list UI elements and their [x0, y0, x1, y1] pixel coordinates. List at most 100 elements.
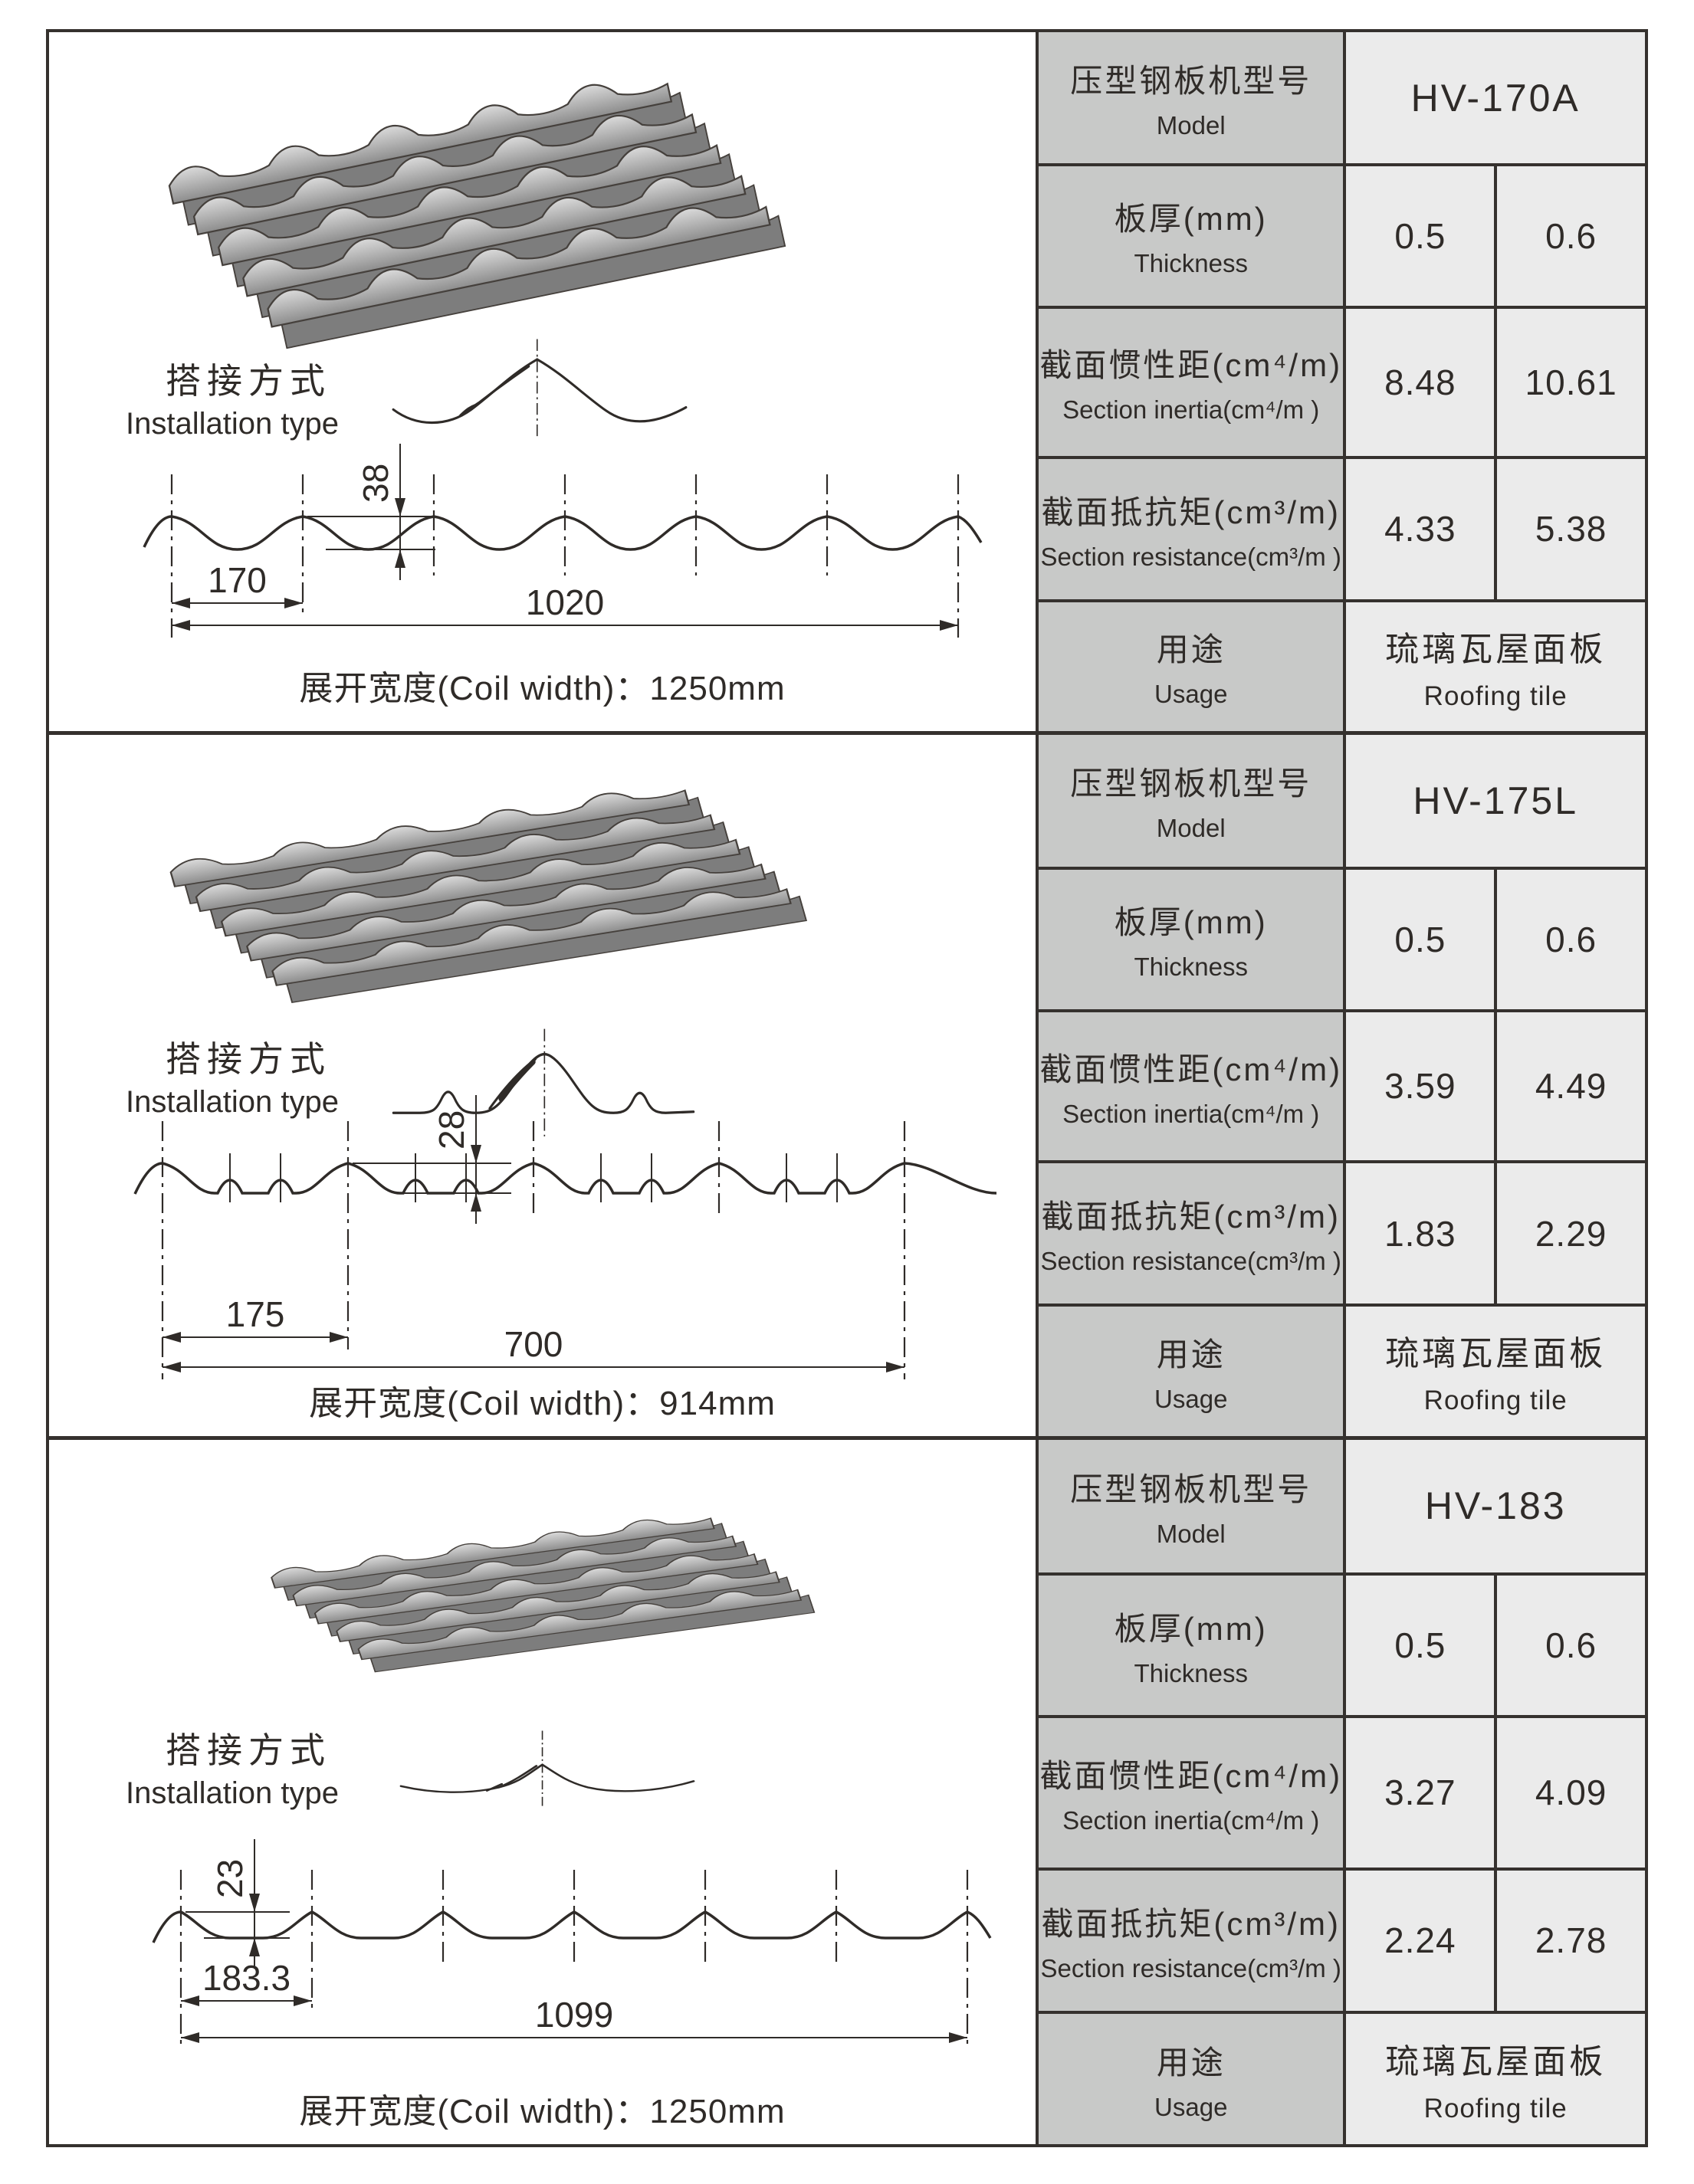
usage-label-en: Usage	[1154, 1384, 1228, 1413]
resistance-label-zh: 截面抵抗矩(cm³/m)	[1041, 494, 1341, 530]
resistance-label-en: Section resistance(cm³/m )	[1040, 1953, 1341, 1982]
model-label-zh: 压型钢板机型号	[1070, 63, 1312, 100]
usage-label-cell: 用途 Usage	[1039, 2014, 1344, 2144]
coil-width-text: 展开宽度(Coil width)：914mm	[309, 1385, 776, 1422]
dim-arrow	[249, 1894, 260, 1912]
model-label-en: Model	[1156, 111, 1226, 140]
thickness-label-en: Thickness	[1134, 1658, 1248, 1687]
dim-arrow	[395, 498, 405, 516]
usage-label-en: Usage	[1154, 680, 1228, 709]
inertia-label-en: Section inertia(cm⁴/m )	[1062, 1099, 1320, 1128]
tile-strips	[168, 82, 786, 349]
usage-value-cell: 琉璃瓦屋面板 Roofing tile	[1346, 602, 1645, 731]
tile-strip	[336, 1571, 780, 1642]
dim-arrow	[249, 1938, 260, 1956]
dim-arrow	[471, 1145, 481, 1163]
installation-label-zh: 搭接方式	[166, 1039, 331, 1079]
installation-type-label: 搭接方式 Installation type	[126, 1730, 339, 1812]
thickness-label-cell: 板厚(mm) Thickness	[1039, 1575, 1344, 1716]
roof-tile-3d-drawing	[168, 82, 786, 349]
tile-strip	[314, 1553, 759, 1625]
inertia-label-zh: 截面惯性距(cm⁴/m)	[1039, 1051, 1343, 1087]
inertia-label-cell: 截面惯性距(cm⁴/m) Section inertia(cm⁴/m )	[1039, 1718, 1344, 1868]
spec-table-hv-170a: 压型钢板机型号 Model HV-170A 板厚(mm) Thickness 0…	[1036, 32, 1645, 731]
tile-strip	[271, 888, 792, 986]
dim-arrow	[949, 2032, 967, 2043]
usage-value-en: Roofing tile	[1423, 2094, 1568, 2124]
usage-label-cell: 用途 Usage	[1039, 602, 1344, 731]
inertia-label-en: Section inertia(cm⁴/m )	[1062, 395, 1320, 425]
thickness-value-1: 0.5	[1346, 869, 1495, 1009]
dim-arrow	[886, 1362, 904, 1372]
inertia-value-2: 4.49	[1497, 1012, 1645, 1161]
dim-total-value: 700	[504, 1324, 563, 1364]
inertia-value-2: 10.61	[1497, 308, 1645, 457]
sketch-curve	[485, 1782, 504, 1792]
tile-strip	[218, 143, 722, 267]
thickness-label-en: Thickness	[1134, 953, 1248, 982]
tile-strip	[242, 175, 747, 297]
resistance-label-cell: 截面抵抗矩(cm³/m) Section resistance(cm³/m )	[1039, 1163, 1344, 1304]
usage-value-en: Roofing tile	[1423, 1385, 1568, 1416]
sketch-curve	[392, 358, 688, 425]
inertia-label-zh: 截面惯性距(cm⁴/m)	[1039, 1757, 1343, 1794]
model-label-zh: 压型钢板机型号	[1070, 766, 1312, 802]
usage-value-cell: 琉璃瓦屋面板 Roofing tile	[1346, 2014, 1645, 2144]
dim-height-value: 28	[432, 1110, 471, 1149]
coil-width-text: 展开宽度(Coil width)：1250mm	[299, 2093, 786, 2130]
tile-strip	[220, 838, 741, 937]
tile-strip	[168, 82, 673, 205]
installation-label-zh: 搭接方式	[166, 361, 331, 401]
inertia-value-1: 3.59	[1346, 1012, 1495, 1161]
inertia-value-2: 4.09	[1497, 1718, 1645, 1868]
installation-type-label: 搭接方式 Installation type	[126, 1038, 339, 1120]
sketch-curve	[474, 365, 530, 406]
model-label-en: Model	[1156, 1519, 1226, 1548]
spec-table-hv-175l: 压型钢板机型号 Model HV-175L 板厚(mm) Thickness 0…	[1036, 735, 1645, 1436]
roof-tile-3d-drawing	[271, 1517, 816, 1673]
usage-label-zh: 用途	[1156, 631, 1226, 668]
installation-label-en: Installation type	[126, 407, 339, 441]
resistance-label-cell: 截面抵抗矩(cm³/m) Section resistance(cm³/m )	[1039, 459, 1344, 599]
dim-height-value: 38	[356, 464, 396, 503]
inertia-label-cell: 截面惯性距(cm⁴/m) Section inertia(cm⁴/m )	[1039, 308, 1344, 457]
resistance-value-1: 4.33	[1346, 459, 1495, 599]
thickness-value-2: 0.6	[1497, 166, 1645, 306]
profile-wave	[143, 515, 983, 551]
dim-height-value: 23	[210, 1859, 250, 1898]
inertia-value-1: 8.48	[1346, 308, 1495, 457]
dim-total-value: 1099	[535, 1995, 613, 2035]
thickness-value-1: 0.5	[1346, 1575, 1495, 1716]
tile-strip	[169, 789, 691, 887]
thickness-value-1: 0.5	[1346, 166, 1495, 306]
model-value: HV-183	[1346, 1440, 1645, 1572]
resistance-label-en: Section resistance(cm³/m )	[1040, 1247, 1341, 1276]
sketch-curve	[399, 1763, 695, 1793]
resistance-value-2: 2.78	[1497, 1870, 1645, 2012]
usage-value-zh: 琉璃瓦屋面板	[1385, 2043, 1607, 2081]
usage-value-zh: 琉璃瓦屋面板	[1385, 630, 1607, 668]
usage-value-zh: 琉璃瓦屋面板	[1385, 1335, 1607, 1373]
profile-wave	[133, 1162, 997, 1195]
coil-width-text: 展开宽度(Coil width)：1250mm	[299, 670, 786, 707]
installation-label-en: Installation type	[126, 1085, 339, 1120]
sketch-curve	[497, 1765, 538, 1789]
usage-label-en: Usage	[1154, 2092, 1228, 2121]
resistance-value-1: 1.83	[1346, 1163, 1495, 1304]
dim-arrow	[471, 1193, 481, 1212]
inertia-label-en: Section inertia(cm⁴/m )	[1062, 1805, 1320, 1835]
installation-type-label: 搭接方式 Installation type	[126, 360, 339, 442]
model-label-en: Model	[1156, 814, 1226, 843]
model-label-cell: 压型钢板机型号 Model	[1039, 1440, 1344, 1572]
dim-arrow	[395, 549, 405, 568]
tile-strip	[192, 113, 698, 236]
overlap-sketch-drawing	[392, 339, 688, 439]
roof-tile-3d-drawing	[169, 789, 808, 1003]
